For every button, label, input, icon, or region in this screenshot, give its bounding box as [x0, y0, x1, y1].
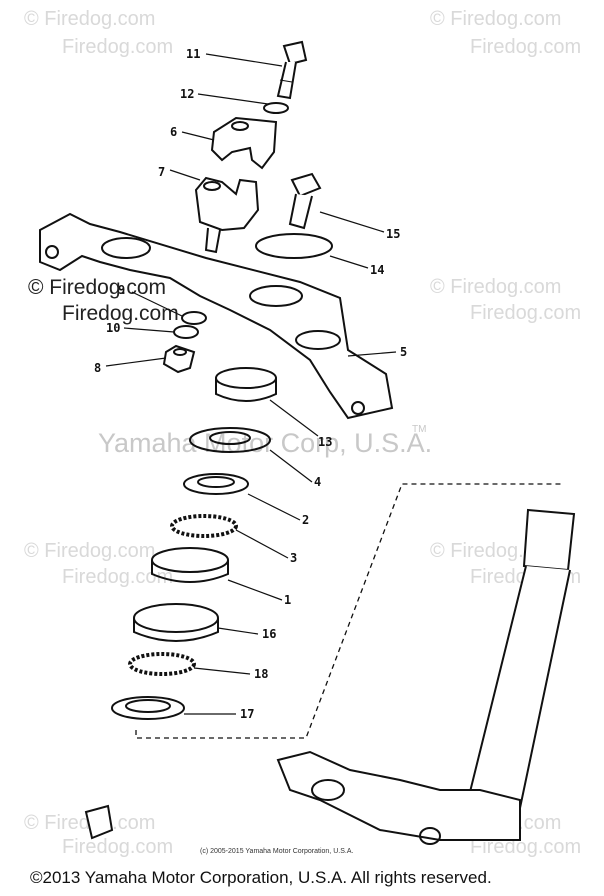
watermark-firedog: © Firedog.com [430, 276, 562, 298]
callout-3: 3 [290, 551, 297, 565]
callout-6: 6 [170, 125, 177, 139]
watermark-firedog: Firedog.com [62, 836, 174, 858]
trademark-symbol: TM [412, 424, 427, 435]
collar-8 [162, 344, 196, 374]
callout-8: 8 [94, 361, 101, 375]
watermark-firedog: Firedog.com [62, 36, 174, 58]
copyright-footer: ©2013 Yamaha Motor Corporation, U.S.A. A… [30, 868, 492, 887]
callout-14: 14 [370, 263, 384, 277]
watermark-firedog-dark: © Firedog.com [28, 276, 167, 299]
washer-10 [173, 325, 199, 339]
callout-17: 17 [240, 707, 254, 721]
callout-10: 10 [106, 321, 120, 335]
underbracket-5 [39, 212, 394, 420]
callout-4: 4 [314, 475, 321, 489]
callout-12: 12 [180, 87, 194, 101]
watermark-firedog: Firedog.com [470, 36, 582, 58]
watermark-firedog: Firedog.com [470, 302, 582, 324]
tag-icon [84, 804, 114, 840]
callout-2: 2 [302, 513, 309, 527]
callout-18: 18 [254, 667, 268, 681]
bolt-15 [288, 172, 322, 230]
callout-13: 13 [318, 435, 332, 449]
callout-15: 15 [386, 227, 400, 241]
callout-1: 1 [284, 593, 291, 607]
ring-nut-13 [215, 367, 277, 402]
callout-5: 5 [400, 345, 407, 359]
trademark-watermark: Yamaha Motor Corp, U.S.A. [98, 428, 433, 458]
copyright-small: (c) 2005-2015 Yamaha Motor Corporation, … [200, 848, 354, 855]
callout-9: 9 [118, 283, 125, 297]
callout-7: 7 [158, 165, 165, 179]
callout-16: 16 [262, 627, 276, 641]
seal-17 [111, 696, 185, 720]
steering-stem [276, 508, 576, 845]
watermark-firedog: © Firedog.com [24, 8, 156, 30]
watermark-firedog: © Firedog.com [24, 540, 156, 562]
cover-4 [189, 427, 271, 453]
washer-14 [255, 233, 333, 259]
watermark-firedog-dark: Firedog.com [62, 302, 179, 325]
ball-race-16 [133, 603, 219, 642]
nut-9 [181, 311, 207, 325]
ball-race-1 [151, 547, 229, 583]
callout-11: 11 [186, 47, 200, 61]
balls-18 [128, 652, 196, 676]
watermark-firedog: Firedog.com [62, 566, 174, 588]
handlebar-holder-upper-6 [210, 116, 278, 170]
watermark-firedog: © Firedog.com [430, 8, 562, 30]
balls-3 [170, 514, 238, 538]
ball-race-2 [183, 473, 249, 495]
watermark-firedog: Firedog.com [470, 836, 582, 858]
handlebar-holder-lower-7 [194, 176, 260, 254]
washer-12 [263, 102, 289, 114]
bolt-11 [276, 40, 308, 100]
